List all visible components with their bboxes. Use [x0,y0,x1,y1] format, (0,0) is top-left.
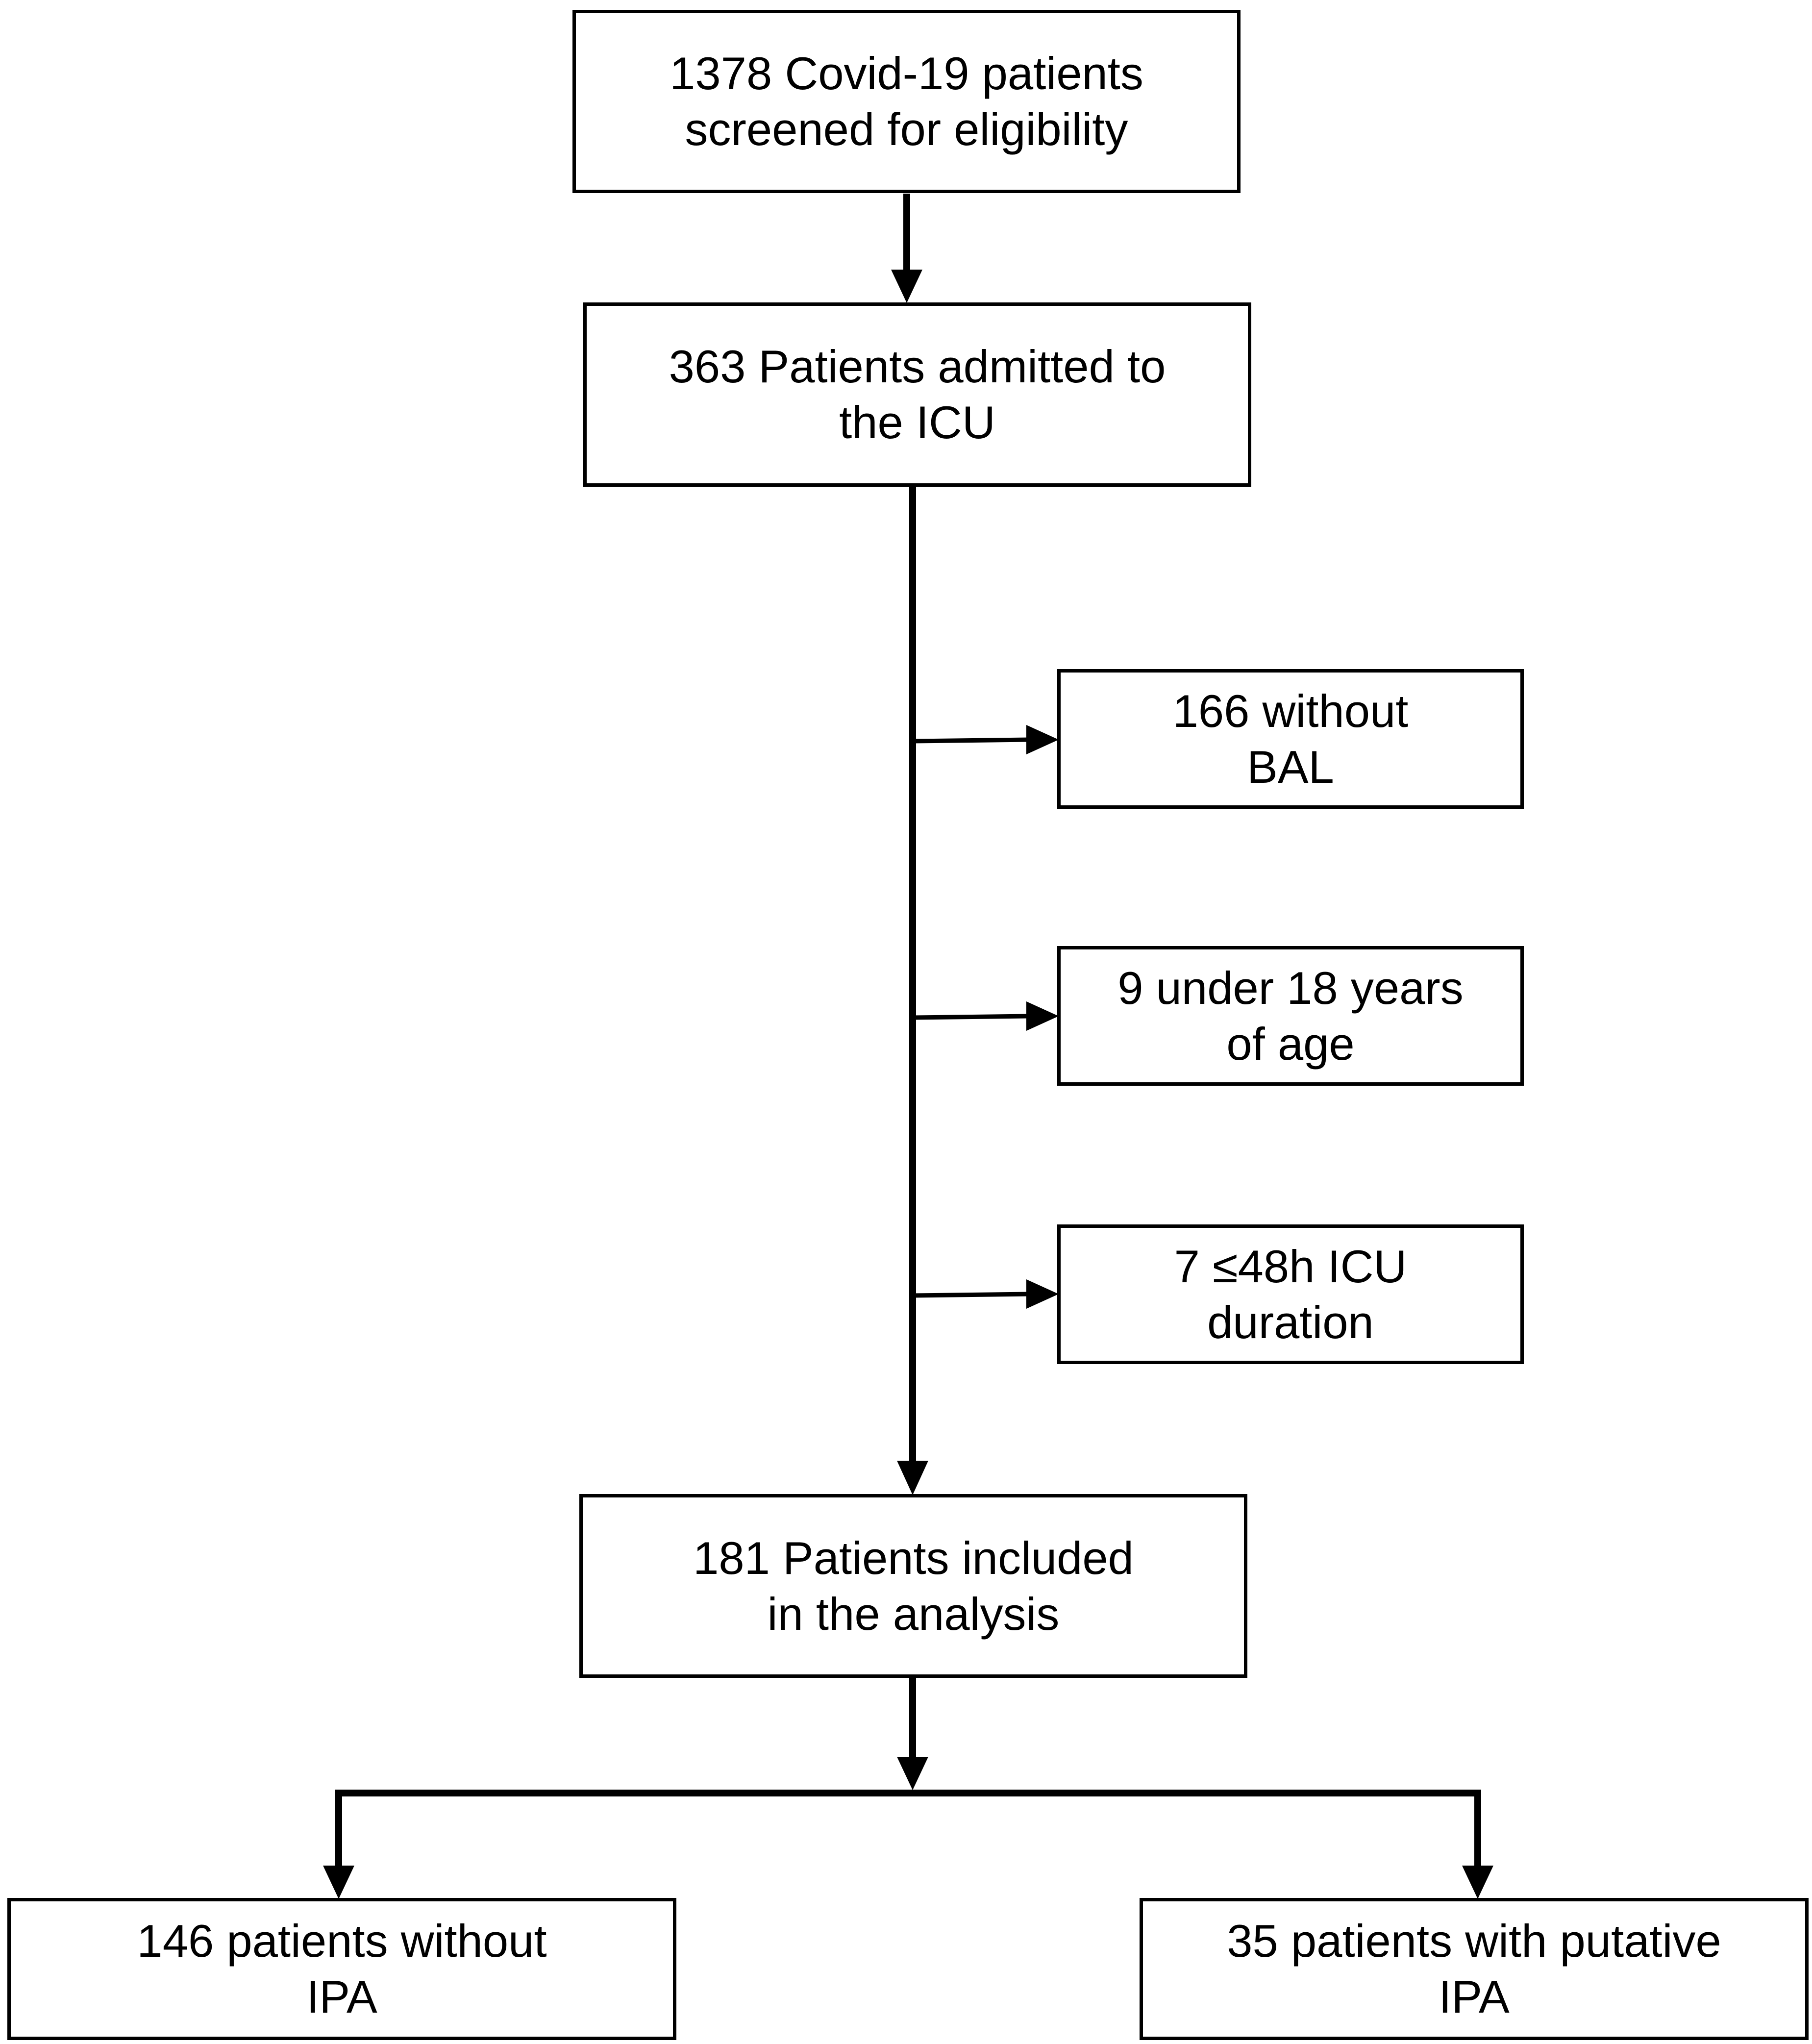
exclusion-under-18-line1: 9 under 18 years [1117,962,1464,1014]
arrowhead-to-no-bal [1026,725,1059,754]
with-ipa-box: 35 patients with putative IPA [1140,1898,1809,2040]
exclusion-under-18-line2: of age [1226,1018,1355,1070]
without-ipa-line1: 146 patients without [137,1915,547,1967]
arrowhead-to-with-ipa [1462,1866,1493,1899]
exclusion-no-bal-line2: BAL [1247,741,1334,793]
exclusion-short-icu-line1: 7 ≤48h ICU [1174,1240,1407,1292]
icu-line1: 363 Patients admitted to [669,341,1166,392]
with-ipa-line2: IPA [1439,1971,1510,2022]
screened-line2: screened for eligibility [685,103,1128,155]
arrowhead-to-under-18 [1026,1001,1059,1031]
branch-no-bal [912,737,1030,744]
arrowhead-to-without-ipa [323,1866,354,1899]
exclusion-under-18-box: 9 under 18 years of age [1057,946,1524,1086]
included-line2: in the analysis [767,1588,1060,1640]
arrowhead-to-included [897,1461,928,1495]
branch-short-icu [912,1292,1030,1298]
icu-line2: the ICU [839,397,995,448]
arrowhead-to-icu [891,270,922,303]
without-ipa-box: 146 patients without IPA [7,1898,676,2040]
without-ipa-line2: IPA [306,1971,377,2022]
branch-under-18 [912,1014,1030,1020]
exclusion-no-bal-line1: 166 without [1172,685,1409,737]
included-line1: 181 Patients included [693,1532,1134,1584]
included-box: 181 Patients included in the analysis [579,1494,1247,1678]
screened-box: 1378 Covid-19 patients screened for elig… [572,10,1241,193]
icu-box: 363 Patients admitted to the ICU [583,302,1251,487]
exclusion-no-bal-box: 166 without BAL [1057,669,1524,809]
screened-line1: 1378 Covid-19 patients [670,48,1143,99]
arrowhead-to-short-icu [1026,1279,1059,1309]
with-ipa-line1: 35 patients with putative [1227,1915,1721,1967]
exclusion-short-icu-box: 7 ≤48h ICU duration [1057,1224,1524,1364]
exclusion-short-icu-line2: duration [1207,1296,1374,1348]
arrowhead-into-split [897,1757,928,1790]
